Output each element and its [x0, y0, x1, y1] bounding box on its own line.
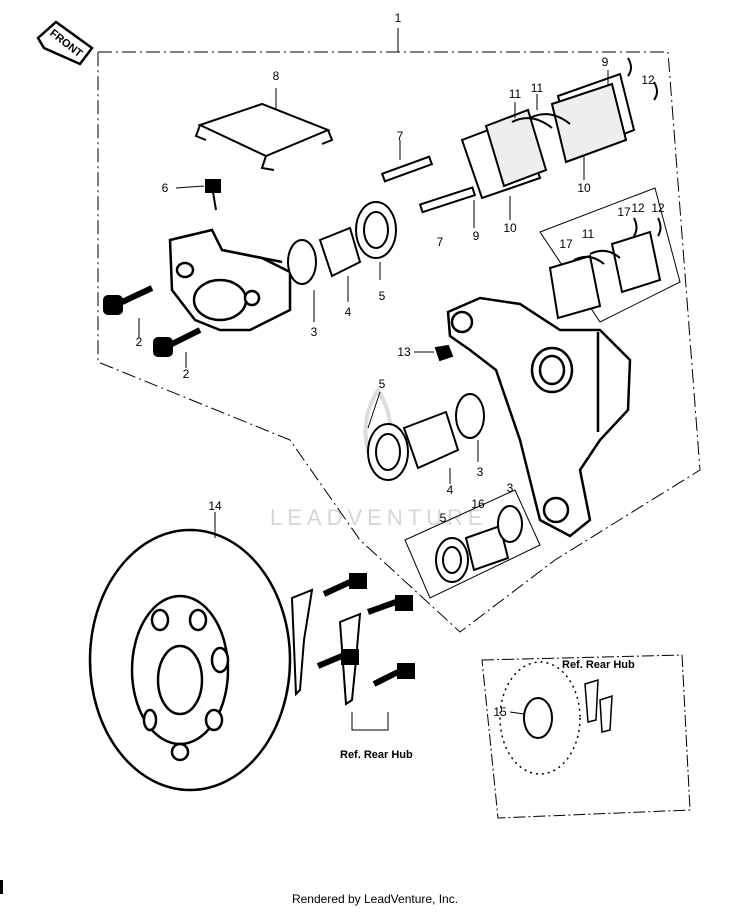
callout-1: 1	[395, 11, 402, 25]
assembly-boundary	[97, 51, 701, 633]
piston-kit-contents	[435, 505, 523, 583]
callout-9a: 9	[602, 55, 609, 69]
front-arrow-tag: FRONT	[36, 20, 94, 66]
lower-piston-set	[367, 391, 485, 484]
callout-15: 15	[493, 705, 507, 719]
callout-12b: 12	[631, 201, 645, 215]
watermark-text: LEADVENTURE	[270, 505, 488, 530]
hub-bolts-and-lock-plates	[290, 573, 415, 731]
callout-11c: 11	[582, 227, 595, 241]
part-7-pad-pins	[380, 140, 477, 214]
part-6-bleed-valve	[175, 179, 221, 211]
callout-4a: 4	[345, 305, 352, 319]
callout-10b: 10	[577, 181, 591, 195]
edge-mark	[0, 880, 3, 894]
part-13-nut	[414, 344, 454, 362]
callout-6: 6	[162, 181, 169, 195]
piston-kit-box	[404, 489, 541, 599]
part-3-piston-seal-lower	[455, 393, 485, 439]
ref-rear-hub-label: Ref. Rear Hub	[340, 749, 413, 761]
inset-alternate-disc	[481, 654, 691, 819]
callout-11b: 11	[531, 81, 544, 95]
callout-14: 14	[208, 499, 222, 513]
part-2-caliper-bolts	[103, 285, 202, 368]
callout-5a: 5	[379, 289, 386, 303]
callout-2a: 2	[136, 335, 143, 349]
pad-kit-contents	[548, 217, 662, 320]
part-4-piston-upper	[318, 226, 362, 278]
callout-8: 8	[273, 69, 280, 83]
callout-3a: 3	[311, 325, 318, 339]
callout-4b: 4	[447, 483, 454, 497]
callout-7b: 7	[437, 235, 444, 249]
callout-5b: 5	[379, 377, 386, 391]
caliper-half-left	[168, 228, 292, 332]
inset-ref-rear-hub-label: Ref. Rear Hub	[562, 659, 635, 671]
watermark: LEADVENTURE	[270, 386, 488, 530]
part-14-brake-disc	[88, 512, 292, 792]
upper-pad-set	[460, 57, 658, 228]
callout-11a: 11	[509, 87, 522, 101]
callout-17a: 17	[617, 205, 631, 219]
callout-3c: 3	[507, 481, 514, 495]
callout-10a: 10	[503, 221, 517, 235]
callout-12c: 12	[651, 201, 665, 215]
caliper-bracket	[446, 296, 632, 538]
callout-2b: 2	[183, 367, 190, 381]
callout-5c: 5	[440, 511, 447, 525]
callout-16: 16	[471, 497, 485, 511]
part-4-piston-lower	[402, 410, 460, 470]
footer-credit: Rendered by LeadVenture, Inc.	[291, 892, 459, 906]
callout-7a: 7	[397, 129, 404, 143]
callout-9b: 9	[473, 229, 480, 243]
callout-12a: 12	[641, 73, 655, 87]
callout-13: 13	[397, 345, 411, 359]
part-3-piston-seal-upper	[287, 239, 317, 285]
part-8-pad-cover	[194, 88, 334, 171]
callout-17b: 17	[559, 237, 573, 251]
callout-labels: 1 2 2 3 3 3 4 4 5 5 5 6 7 7 8 9 9 10 10 …	[136, 11, 665, 719]
upper-piston-set	[287, 201, 397, 322]
callout-3b: 3	[477, 465, 484, 479]
